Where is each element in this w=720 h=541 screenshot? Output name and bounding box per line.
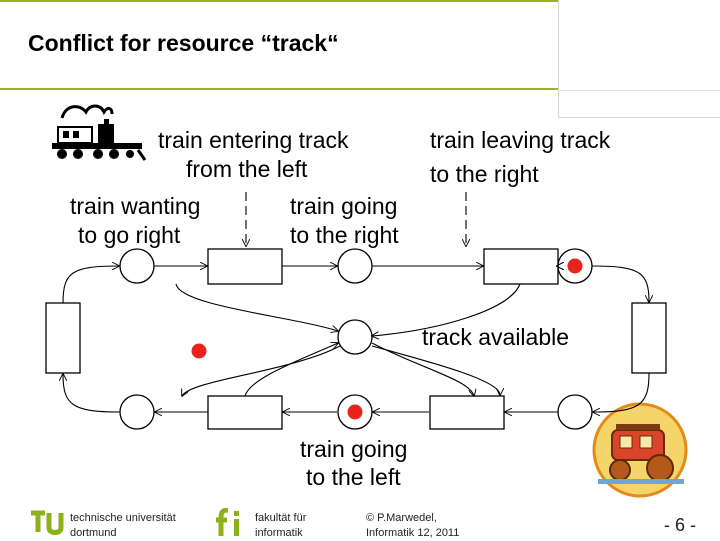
label-going-right-line1: train going — [290, 193, 397, 219]
fi-logo — [214, 508, 250, 538]
token — [192, 344, 207, 359]
token — [348, 405, 363, 420]
tu-logo — [30, 508, 66, 538]
transition-leave-right — [484, 249, 558, 284]
footer-author-line2: Informatik 12, 2011 — [366, 526, 459, 541]
stagecoach-icon — [594, 404, 686, 496]
footer-faculty-line1: fakultät für — [255, 511, 306, 526]
transition-enter-left — [430, 396, 504, 429]
label-wanting-line1: train wanting — [70, 193, 200, 219]
place-wanting-left — [558, 395, 592, 429]
label-going-right-line2: to the right — [290, 222, 399, 248]
footer-university: technische universität dortmund — [70, 511, 176, 541]
label-entering-line2: from the left — [186, 156, 308, 182]
place-left-left — [120, 395, 154, 429]
place-track-available — [338, 320, 372, 354]
label-leaving-line2: to the right — [430, 161, 539, 187]
label-going-left-line1: train going — [300, 436, 407, 462]
label-going-left-line2: to the left — [306, 464, 401, 490]
footer-author-line1: © P.Marwedel, — [366, 511, 459, 526]
footer-university-line1: technische universität — [70, 511, 176, 526]
page-number: - 6 - — [664, 515, 696, 536]
footer-faculty-line2: informatik — [255, 526, 306, 541]
place-going-right — [338, 249, 372, 283]
footer-faculty: fakultät für informatik — [255, 511, 306, 541]
label-leaving-line1: train leaving track — [430, 127, 611, 153]
footer-author: © P.Marwedel, Informatik 12, 2011 — [366, 511, 459, 541]
label-entering-line1: train entering track — [158, 127, 349, 153]
transition-left-turn — [46, 303, 80, 373]
label-wanting-line2: to go right — [78, 222, 181, 248]
footer-university-line2: dortmund — [70, 526, 176, 541]
label-track-available: track available — [422, 324, 569, 350]
transition-leave-left — [208, 396, 282, 429]
transition-enter-right — [208, 249, 282, 284]
steam-locomotive-icon — [52, 106, 145, 160]
token — [568, 259, 583, 274]
transition-right-turn — [632, 303, 666, 373]
place-wanting-right — [120, 249, 154, 283]
